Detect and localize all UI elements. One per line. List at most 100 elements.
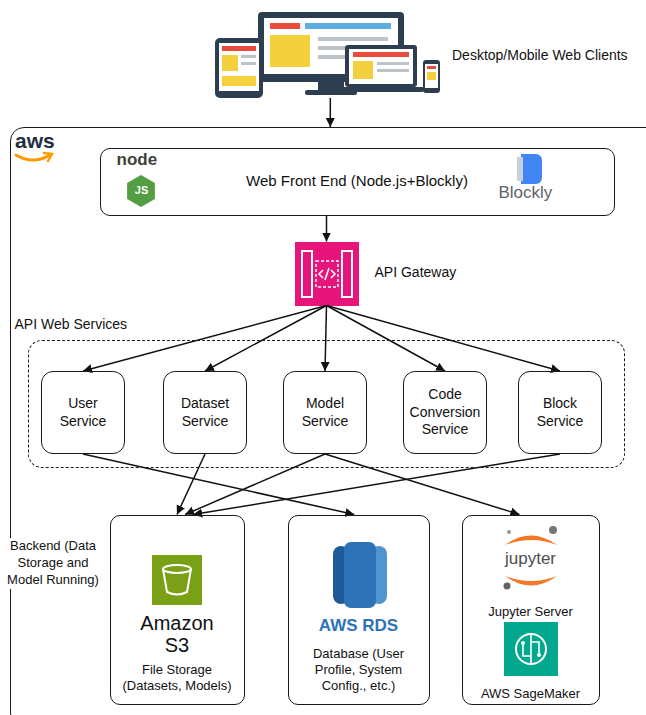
s3-icon	[163, 565, 191, 573]
service-name: Code Conversion Service	[408, 386, 482, 439]
jupyter-logo	[507, 530, 511, 534]
storage-box: Amazon S3 File Storage (Datasets, Models)	[110, 515, 245, 705]
sagemaker-icon	[504, 622, 558, 676]
api-gateway-icon	[316, 261, 338, 287]
client-devices-illustration	[427, 66, 436, 69]
api-gateway-icon	[319, 268, 335, 280]
client-devices-illustration	[377, 62, 409, 65]
sagemaker-icon	[521, 641, 525, 645]
blockly-logo-text: Blockly	[499, 184, 553, 203]
client-devices-illustration	[241, 62, 256, 65]
aws-smile	[44, 153, 52, 161]
sagemaker-caption: AWS SageMaker	[481, 686, 580, 702]
connector-arrow	[193, 454, 560, 515]
connector-arrow	[325, 454, 519, 515]
jupyter-caption: Jupyter Server	[488, 604, 573, 620]
blockly-icon	[517, 154, 542, 184]
service-box: Model Service	[283, 371, 367, 454]
nodejs-hexagon	[127, 175, 155, 207]
api-gateway-icon	[295, 242, 359, 306]
service-box: Code Conversion Service	[403, 371, 487, 454]
service-name: Dataset Service	[168, 395, 242, 430]
connector-arrow	[185, 454, 325, 515]
database-box: AWS RDS Database (User Profile, System Co…	[288, 515, 430, 705]
client-devices-illustration	[377, 69, 409, 72]
api-gateway-icon	[342, 251, 352, 297]
client-devices-illustration	[353, 61, 373, 79]
client-devices-illustration	[215, 38, 263, 98]
client-devices-illustration	[427, 72, 436, 80]
client-devices-illustration	[353, 52, 409, 57]
client-devices-illustration	[219, 43, 259, 91]
jupyter-logo-text: jupyter	[505, 549, 556, 569]
client-devices-illustration	[270, 35, 310, 67]
connector-arrow	[83, 306, 327, 372]
blockly-icon	[517, 157, 523, 181]
client-devices-illustration	[345, 45, 417, 87]
service-name: User Service	[46, 395, 120, 430]
jupyter-logo	[504, 583, 511, 590]
jupyter-logo	[505, 576, 557, 586]
compute-box: jupyterJupyter ServerAWS SageMaker	[462, 515, 600, 705]
api-gateway-icon	[295, 242, 359, 306]
service-box: Block Service	[518, 371, 602, 454]
connector-arrow	[325, 306, 327, 372]
frontend-box: nodeJSWeb Front End (Node.js+Blockly)Blo…	[100, 148, 615, 216]
sagemaker-icon	[523, 634, 539, 664]
client-devices-illustration	[305, 23, 391, 29]
database-caption: Database (User Profile, System Config., …	[293, 646, 425, 695]
sagemaker-icon	[537, 653, 541, 657]
client-devices: Desktop/Mobile Web Clients	[213, 10, 443, 98]
service-name: Model Service	[288, 395, 362, 430]
client-devices-illustration	[425, 64, 438, 88]
client-devices-illustration	[338, 87, 424, 92]
service-name: Block Service	[523, 395, 597, 430]
client-devices-illustration	[423, 60, 440, 93]
service-group: API Web ServicesUser ServiceDataset Serv…	[28, 340, 625, 468]
sagemaker-icon	[504, 622, 558, 676]
s3-icon	[163, 569, 191, 595]
aws-logo-text: aws	[15, 130, 55, 151]
gateway-label: API Gateway	[375, 264, 457, 282]
frontend-title: Web Front End (Node.js+Blockly)	[246, 172, 468, 191]
jupyter-logo	[504, 526, 558, 590]
s3-icon	[152, 555, 202, 605]
storage-caption: File Storage (Datasets, Models)	[115, 662, 240, 695]
aws-smile	[16, 153, 52, 161]
rds-icon	[333, 542, 387, 608]
sagemaker-icon	[516, 634, 546, 664]
connector-arrow	[177, 454, 205, 515]
connector-arrow	[327, 306, 561, 372]
client-devices-illustration	[270, 23, 300, 29]
client-devices-illustration	[215, 12, 440, 98]
api-gateway: API Gateway	[295, 242, 359, 306]
section-label: Backend (Data Storage and Model Running)	[3, 538, 103, 589]
connector-arrow	[327, 306, 446, 372]
aws-cloud: aws nodeJSWeb Front End (Node.js+Blockly)…	[10, 127, 646, 715]
blockly-icon	[521, 154, 542, 184]
client-devices-illustration	[222, 46, 256, 51]
client-devices-illustration	[318, 37, 388, 41]
connector-arrow	[83, 454, 354, 515]
api-gateway-icon	[302, 251, 312, 297]
s3-icon	[152, 555, 202, 605]
connector-arrow	[330, 98, 332, 127]
client-devices-illustration	[222, 76, 256, 86]
rds-logo-text: AWS RDS	[319, 616, 398, 636]
client-devices-illustration	[241, 55, 256, 58]
connector-arrow	[326, 216, 328, 242]
client-label: Desktop/Mobile Web Clients	[452, 47, 628, 65]
service-box: User Service	[41, 371, 125, 454]
jupyter-logo	[549, 526, 557, 534]
client-devices-illustration	[222, 55, 238, 71]
s3-logo-text: Amazon S3	[135, 612, 219, 656]
client-devices-illustration	[349, 49, 413, 84]
jupyter-logo	[505, 536, 557, 546]
connector-arrow	[205, 306, 327, 372]
aws-smile	[16, 155, 50, 160]
service-box: Dataset Service	[163, 371, 247, 454]
group-heading: API Web Services	[15, 316, 128, 334]
nodejs-hexagon	[127, 175, 155, 207]
rds-icon	[344, 542, 376, 608]
nodejs-logo-text: node	[117, 151, 158, 170]
